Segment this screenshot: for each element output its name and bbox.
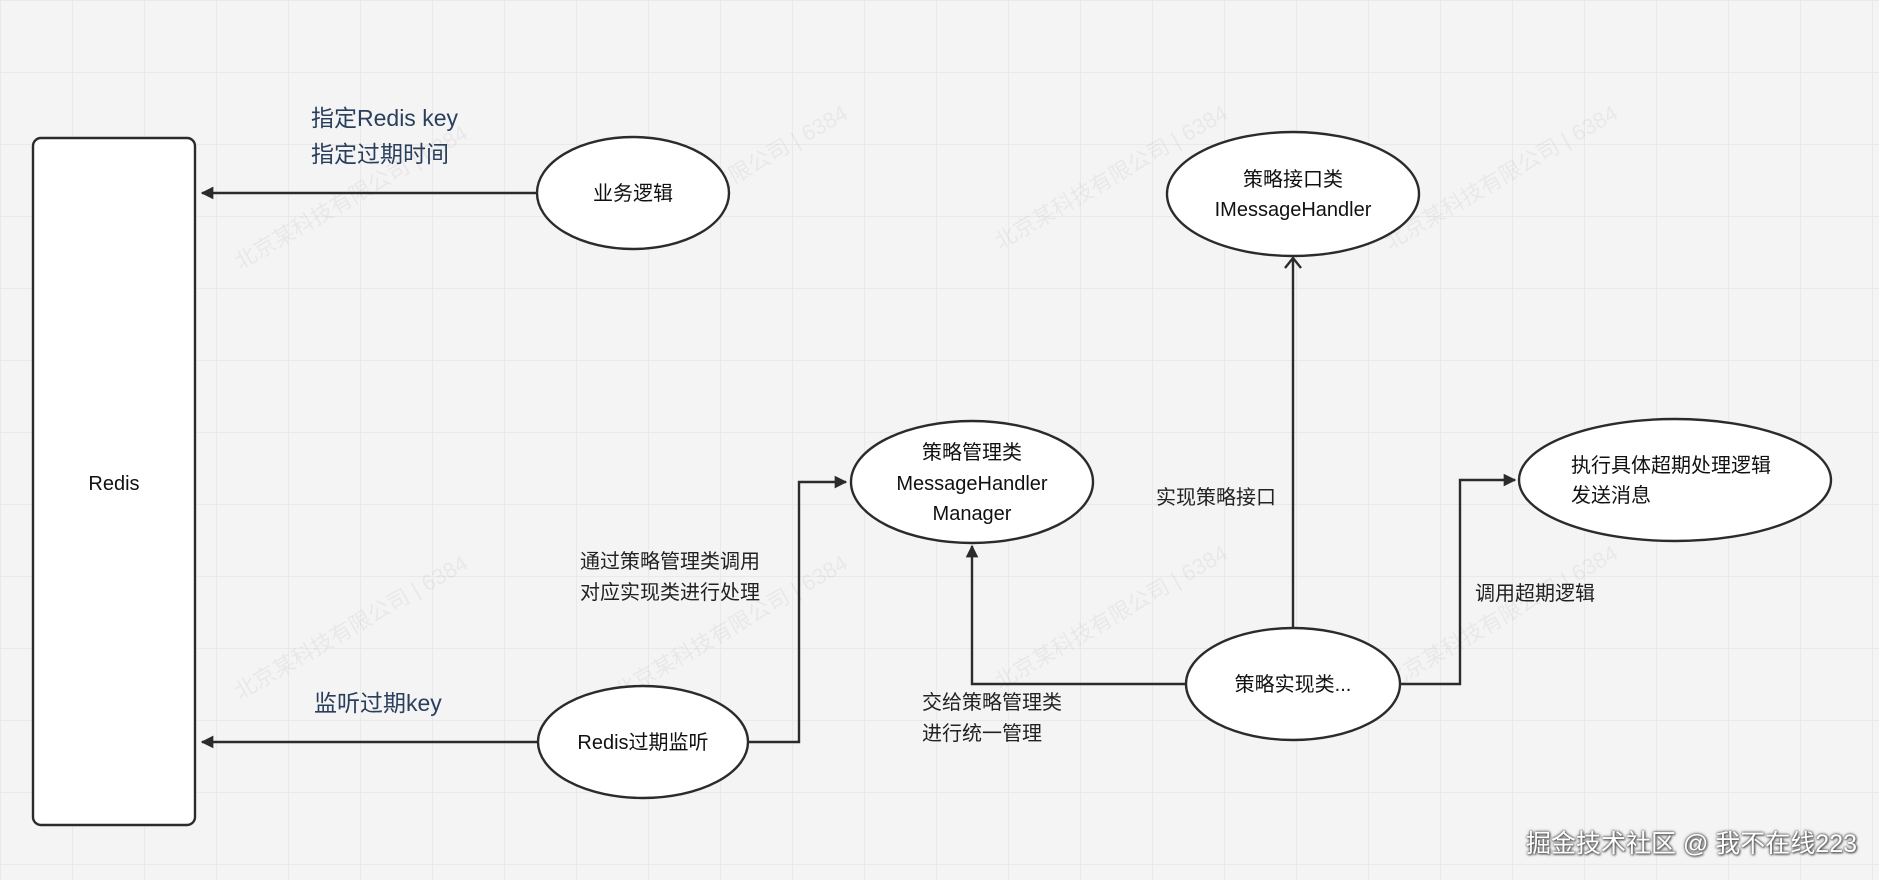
redis-label: Redis	[88, 473, 139, 495]
credit-watermark: 掘金技术社区 @ 我不在线223	[1526, 830, 1857, 858]
redis-box	[31, 136, 197, 827]
strategy-impl-label: 策略实现类...	[1235, 673, 1352, 696]
business-logic-ellipse	[535, 135, 731, 251]
execute-logic-ellipse	[1517, 417, 1833, 543]
strategy-manager-line3: Manager	[933, 503, 1012, 525]
implement-interface-label: 实现策略接口	[1156, 486, 1276, 509]
call-expire-logic-label: 调用超期逻辑	[1475, 582, 1595, 605]
strategy-manager-line1: 策略管理类	[922, 441, 1022, 464]
set-key-label-line2: 指定过期时间	[311, 141, 449, 167]
redis-listener-label: Redis过期监听	[577, 731, 708, 754]
redis-listener-ellipse	[536, 684, 750, 800]
execute-logic-line2: 发送消息	[1571, 484, 1651, 507]
watermark: 北京某科技有限公司 | 6384	[1380, 540, 1622, 694]
node-execute-logic: 执行具体超期处理逻辑 发送消息	[1517, 417, 1833, 543]
node-strategy-interface: 策略接口类 IMessageHandler	[1165, 130, 1421, 258]
strategy-interface-line2: IMessageHandler	[1215, 199, 1372, 221]
node-strategy-impl: 策略实现类...	[1184, 626, 1402, 742]
edge-listener-to-manager	[749, 475, 848, 744]
strategy-interface-ellipse	[1165, 130, 1421, 258]
hand-to-manager-line1: 交给策略管理类	[922, 691, 1062, 714]
business-logic-label: 业务逻辑	[593, 182, 673, 205]
node-redis: Redis	[31, 136, 197, 827]
hand-to-manager-line2: 进行统一管理	[922, 722, 1042, 745]
node-redis-listener: Redis过期监听	[536, 684, 750, 800]
edges	[200, 186, 1517, 749]
edge-impl-to-manager	[965, 544, 1185, 686]
edge-impl-to-execute	[1401, 473, 1517, 686]
listen-key-label: 监听过期key	[314, 690, 442, 716]
watermark: 北京某科技有限公司 | 6384	[610, 550, 852, 704]
node-business-logic: 业务逻辑	[535, 135, 731, 251]
watermark: 北京某科技有限公司 | 6384	[230, 550, 472, 704]
set-key-label-line1: 指定Redis key	[311, 105, 458, 131]
strategy-manager-line2: MessageHandler	[896, 473, 1048, 495]
execute-logic-line1: 执行具体超期处理逻辑	[1571, 454, 1771, 477]
call-via-manager-line1: 通过策略管理类调用	[580, 550, 760, 573]
strategy-manager-ellipse	[849, 419, 1095, 545]
node-strategy-manager: 策略管理类 MessageHandler Manager	[849, 419, 1095, 545]
watermark: 北京某科技有限公司 | 6384	[1380, 100, 1622, 254]
strategy-impl-ellipse	[1184, 626, 1402, 742]
strategy-interface-line1: 策略接口类	[1243, 168, 1343, 191]
call-via-manager-line2: 对应实现类进行处理	[580, 581, 760, 604]
edge-labels: 指定Redis key 指定过期时间 监听过期key 通过策略管理类调用 对应实…	[311, 105, 1595, 745]
